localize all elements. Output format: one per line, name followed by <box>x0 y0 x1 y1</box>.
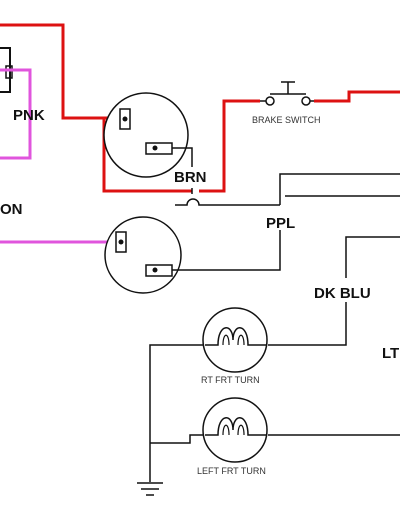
pnk-label: PNK <box>13 107 45 124</box>
brake-switch <box>260 81 314 106</box>
on-label: ON <box>0 201 23 218</box>
lt-label: LT <box>382 345 399 362</box>
ground-icon <box>137 482 163 496</box>
brake-switch-label: BRAKE SWITCH <box>252 115 321 125</box>
ppl-label: PPL <box>266 215 295 232</box>
brn-label: BRN <box>174 169 207 186</box>
upper-switch <box>103 92 189 178</box>
red-wire <box>0 23 400 193</box>
pink-wire <box>0 68 125 244</box>
lower-switch <box>104 216 182 294</box>
left-frt-turn-label: LEFT FRT TURN <box>197 466 266 476</box>
rt-frt-turn-label: RT FRT TURN <box>201 375 260 385</box>
dk-blu-label: DK BLU <box>314 285 371 302</box>
rt-front-turn-lamp <box>202 307 268 373</box>
black-wire <box>149 147 400 482</box>
left-front-turn-lamp <box>202 397 268 463</box>
